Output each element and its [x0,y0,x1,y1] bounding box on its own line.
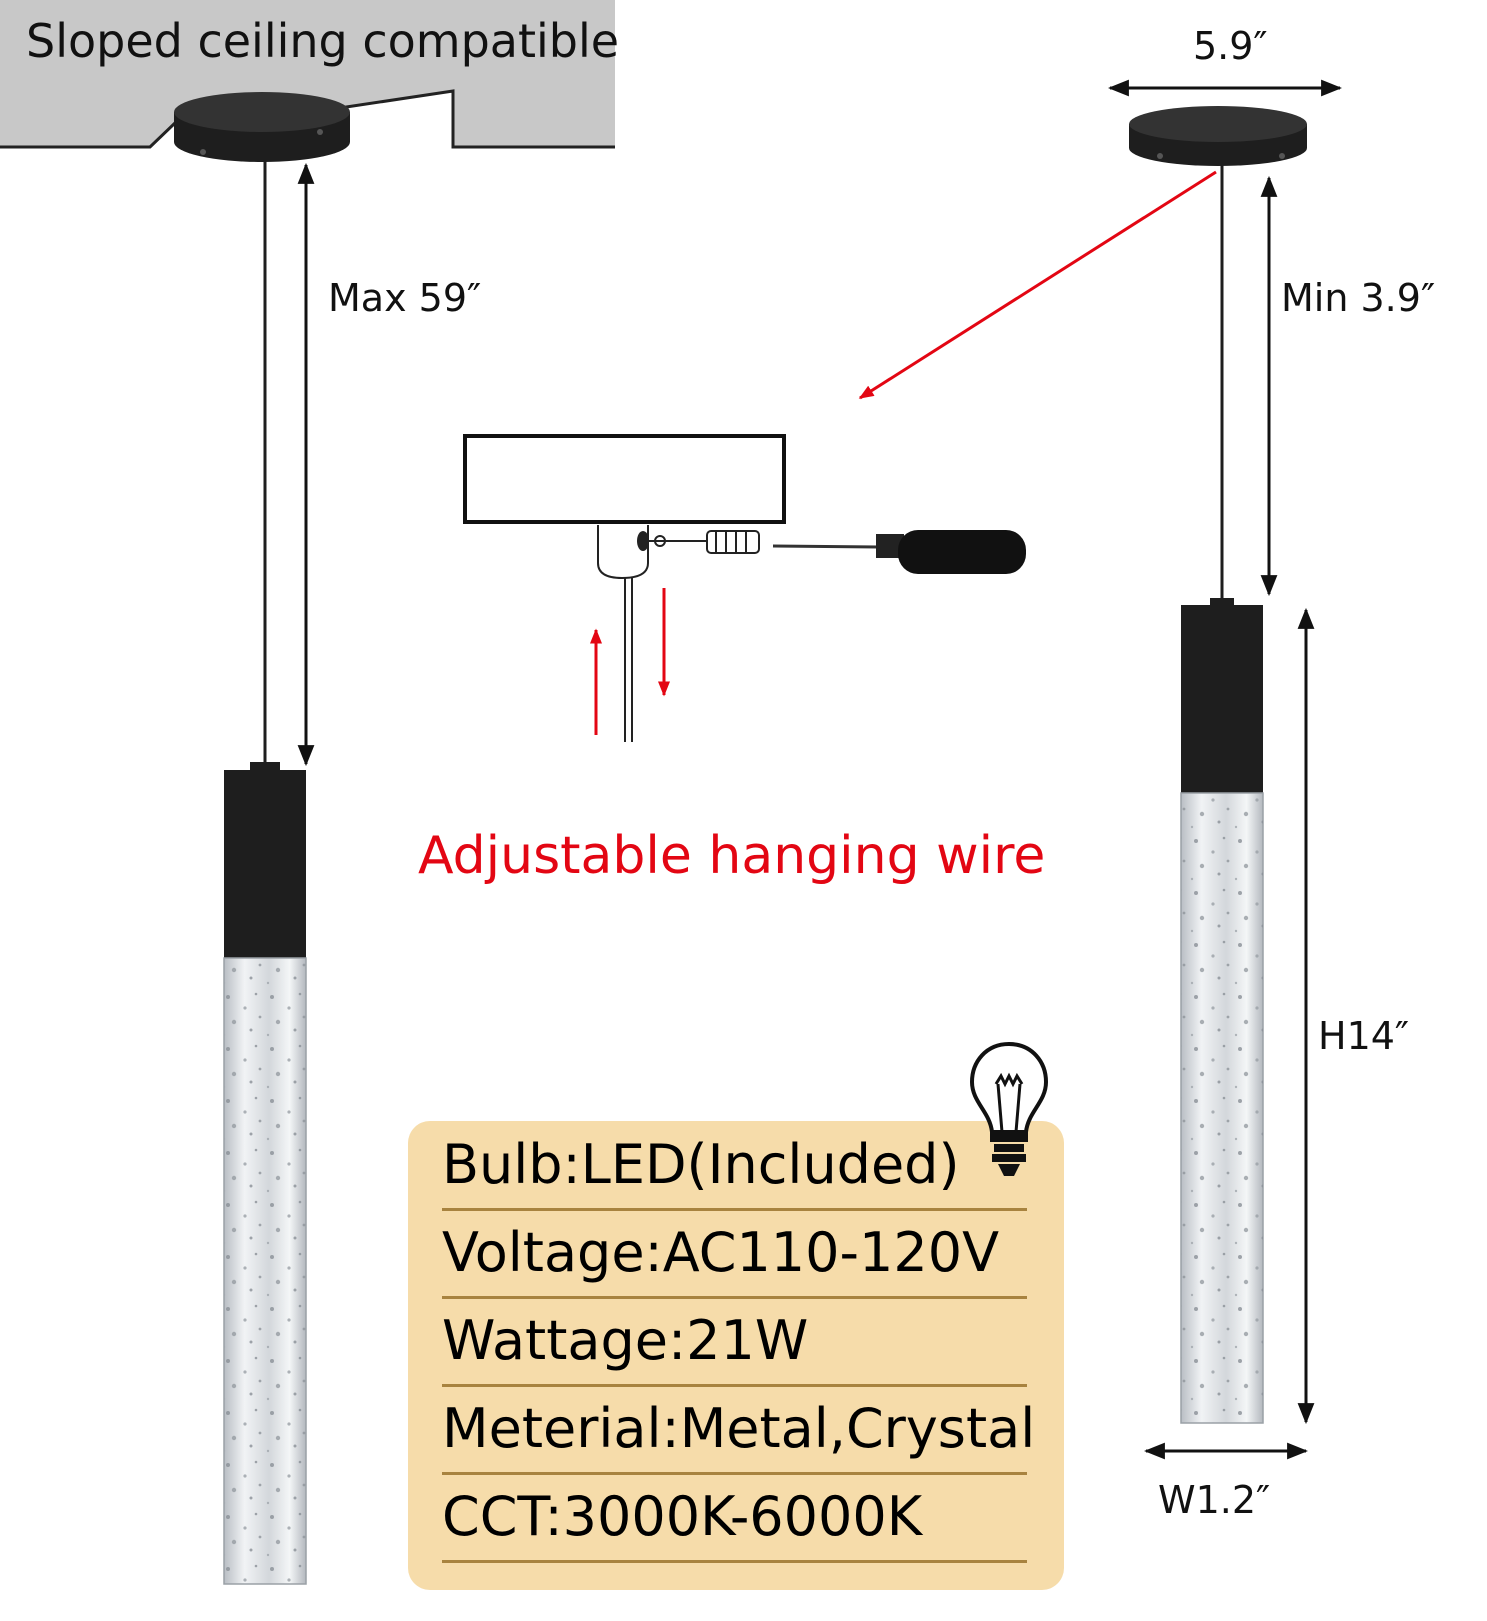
spec-row-material: Meterial:Metal,Crystal [442,1386,1035,1475]
wire-adjust-detail [463,434,786,742]
tube-width-label: W1.2″ [1158,1478,1271,1522]
left-pendant-fixture [174,92,350,1585]
light-bulb-icon [969,1041,1049,1176]
sloped-ceiling [0,0,615,147]
spec-row-wattage: Wattage:21W [442,1298,1027,1387]
adjustable-wire-label: Adjustable hanging wire [418,826,1046,886]
canopy-width-label: 5.9″ [1193,24,1268,68]
spec-row-cct: CCT:3000K-6000K [442,1474,1027,1563]
spec-row-voltage: Voltage:AC110-120V [442,1210,1027,1299]
min-wire-length-label: Min 3.9″ [1281,276,1436,320]
max-wire-length-label: Max 59″ [328,276,482,320]
sloped-ceiling-label: Sloped ceiling compatible [26,14,620,68]
spec-row-bulb: Bulb:LED(Included) [442,1122,1027,1211]
detail-pointer-arrow [858,170,1217,400]
right-pendant-fixture [1129,106,1307,1424]
spec-panel: Bulb:LED(Included) Voltage:AC110-120V Wa… [408,1121,1064,1590]
screwdriver-icon [772,530,1026,574]
tube-height-label: H14″ [1318,1014,1410,1058]
